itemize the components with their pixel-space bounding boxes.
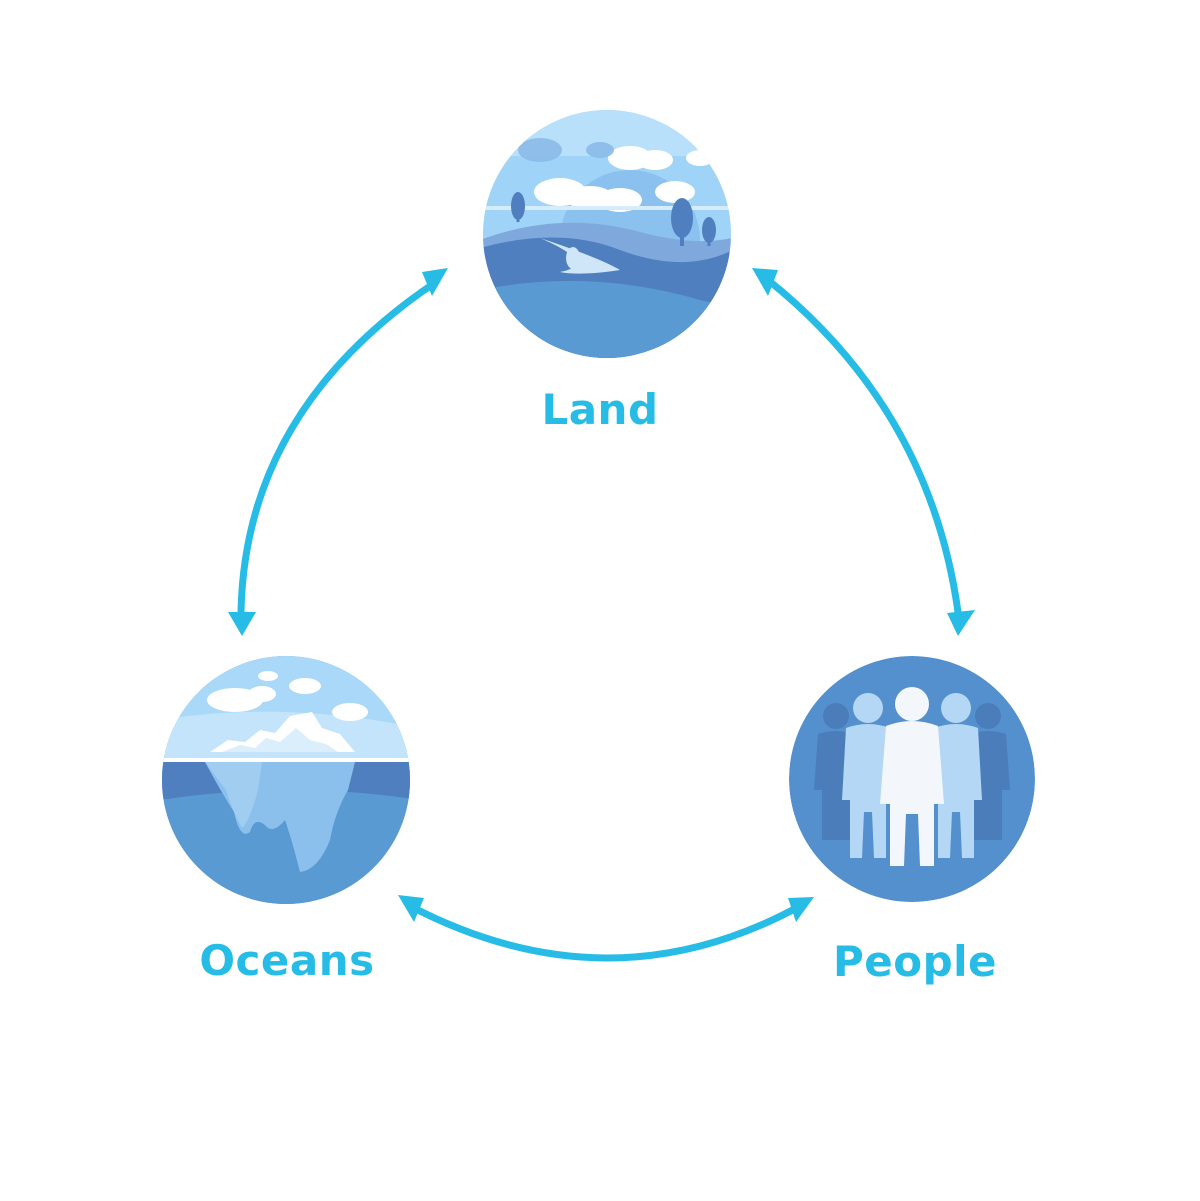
node-label-land: Land xyxy=(541,385,659,434)
arrowhead-land-left-end xyxy=(422,268,448,296)
arrowhead-oceans-bottom-end xyxy=(398,895,424,922)
arrow-oceans-land xyxy=(237,278,440,616)
arrow-land-people xyxy=(764,276,962,616)
arrowhead-people-end xyxy=(947,610,975,636)
arrowhead-oceans-top-end xyxy=(228,612,256,636)
node-label-people: People xyxy=(832,937,998,986)
landscape-hills-icon xyxy=(483,110,731,358)
people-group-icon xyxy=(789,656,1035,902)
arrow-oceans-people xyxy=(406,902,804,962)
arrowhead-land-end xyxy=(752,268,778,296)
iceberg-icon xyxy=(162,656,410,904)
arrowhead-people-bottom-end xyxy=(788,897,814,922)
node-label-oceans: Oceans xyxy=(199,936,375,985)
